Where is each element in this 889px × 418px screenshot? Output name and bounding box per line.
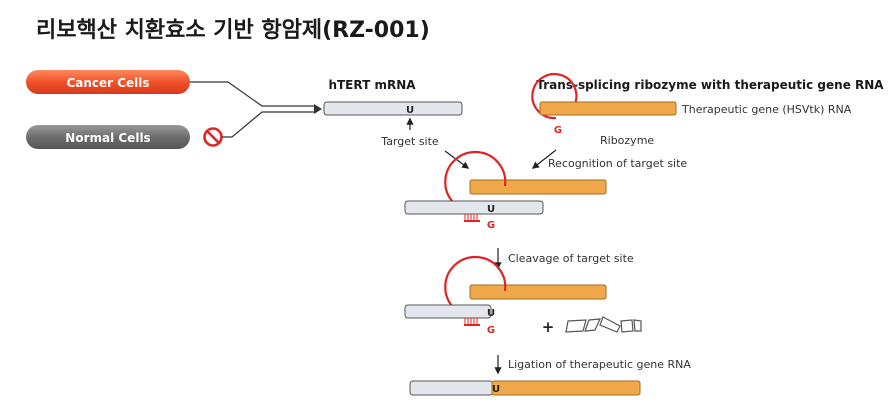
cleavage-complex: U G xyxy=(404,255,607,336)
htert-mrna-label: hTERT mRNA xyxy=(328,78,416,92)
normal-to-mrna-connector xyxy=(222,111,314,138)
cleaved-fragments-icon xyxy=(565,316,642,333)
target-site-label: Target site xyxy=(380,135,439,148)
ligation-product: U xyxy=(409,380,641,396)
recognition-complex: U G xyxy=(404,150,607,231)
ribozyme-part-label: Ribozyme xyxy=(600,134,654,147)
cancer-cells-label: Cancer Cells xyxy=(66,76,149,90)
base-g-step2: G xyxy=(487,325,495,336)
base-u-top: U xyxy=(406,105,414,116)
ribozyme-construct-top: G xyxy=(531,73,677,136)
step-ligation-label: Ligation of therapeutic gene RNA xyxy=(508,358,691,371)
step-recognition-label: Recognition of target site xyxy=(548,157,687,170)
ribozyme-header-label: Trans-splicing ribozyme with therapeutic… xyxy=(536,78,884,92)
htert-mrna-strand xyxy=(323,101,463,116)
normal-cells-pill: Normal Cells xyxy=(26,125,190,149)
step-cleavage-label: Cleavage of target site xyxy=(508,252,634,265)
plus-sign: + xyxy=(542,318,555,336)
base-g-step1: G xyxy=(487,220,495,231)
normal-cells-label: Normal Cells xyxy=(65,131,150,145)
therapeutic-gene-label: Therapeutic gene (HSVtk) RNA xyxy=(681,103,852,116)
cancer-to-mrna-connector xyxy=(190,81,314,107)
prohibit-icon xyxy=(203,127,223,147)
arrow-to-recognition-right xyxy=(531,149,557,169)
base-u-step2: U xyxy=(487,308,495,319)
cancer-cells-pill: Cancer Cells xyxy=(26,70,190,94)
base-u-product: U xyxy=(492,384,500,395)
base-g-top: G xyxy=(554,125,562,136)
page-title: 리보핵산 치환효소 기반 항암제(RZ-001) xyxy=(36,18,430,43)
base-u-step1: U xyxy=(487,204,495,215)
connector-arrowhead xyxy=(314,104,322,114)
